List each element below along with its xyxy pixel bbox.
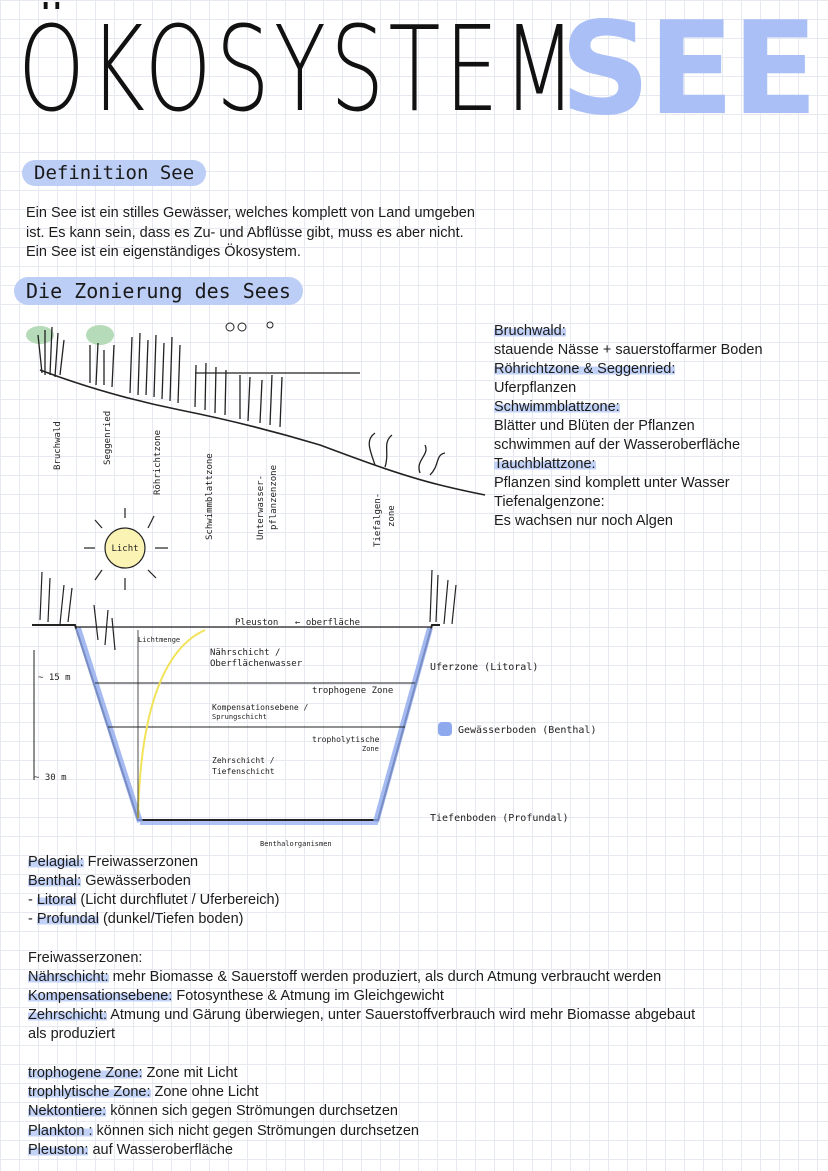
note-desc: (dunkel/Tiefen boden) (98, 911, 244, 927)
note-desc: Gewässerboden (81, 873, 191, 889)
sprungschicht-label: Sprungschicht (212, 713, 267, 721)
zone-label: Unterwasser- (256, 475, 266, 540)
note-desc: Zone ohne Licht (150, 1084, 259, 1101)
zone-label: Bruchwald (53, 421, 63, 470)
naehrschicht-label: Nährschicht / (210, 648, 280, 658)
legend-desc: Es wachsen nur noch Algen (494, 513, 673, 529)
sun-label: Licht (111, 544, 138, 554)
notes-freiwasser: Freiwasserzonen: Nährschicht: mehr Bioma… (28, 949, 808, 1044)
notes-zones: Pelagial: Freiwasserzonen Benthal: Gewäs… (28, 853, 279, 929)
legend-term: Tiefenalgenzone: (494, 494, 605, 510)
note-desc: Zone mit Licht (142, 1065, 238, 1081)
zone-label: Schwimmblattzone (205, 453, 215, 540)
note-term: Plankton : (28, 1122, 93, 1139)
note-term: Zehrschicht: (28, 1007, 107, 1023)
legend-term: Tauchblattzone: (494, 456, 596, 472)
tiefenboden-label: Tiefenboden (Profundal) (430, 813, 568, 824)
notes-terms: trophogene Zone: Zone mit Licht trophlyt… (28, 1064, 808, 1160)
benthal-organisms-label: Benthalorganismen (260, 840, 332, 848)
legend-term: Schwimmblattzone: (494, 399, 620, 415)
note-prefix: - (28, 892, 37, 908)
page-title: ÖKOSYSTEM (18, 0, 581, 138)
zone-label: Röhrichtzone (153, 430, 163, 495)
depth-15-label: ~ 15 m (38, 673, 71, 683)
legend-desc: schwimmen auf der Wasseroberfläche (494, 437, 741, 453)
note-desc: (Licht durchflutet / Uferbereich) (76, 892, 280, 908)
zonation-diagram: Bruchwald Seggenried Röhrichtzone Schwim… (26, 321, 486, 547)
note-term: Nektontiere: (28, 1103, 107, 1120)
note-desc: Atmung und Gärung überwiegen, unter Saue… (106, 1007, 696, 1023)
depth-30-label: ~ 30 m (34, 773, 67, 783)
zone-label: zone (387, 505, 397, 527)
note-desc: können sich nicht gegen Strömungen durch… (92, 1122, 419, 1139)
definition-line: Ein See ist ein stilles Gewässer, welche… (26, 205, 475, 221)
note-desc: als produziert (28, 1026, 116, 1042)
zonierung-heading: Die Zonierung des Sees (14, 277, 303, 305)
tropholytische-label: tropholytische (312, 735, 380, 744)
note-term: Pelagial: (28, 854, 84, 870)
kompensation-label: Kompensationsebene / (212, 703, 309, 712)
legend-term: Röhrichtzone & Seggenried: (494, 361, 676, 377)
note-term: trophogene Zone: (28, 1065, 143, 1081)
note-prefix: - (28, 911, 37, 927)
note-desc: können sich gegen Strömungen durchsetzen (106, 1103, 398, 1120)
note-term: Litoral (36, 892, 77, 908)
note-term: trophlytische Zone: (28, 1084, 151, 1101)
zone-label: Seggenried (103, 411, 113, 465)
sun-icon (104, 527, 146, 569)
page-title-accent: SEE (560, 0, 818, 144)
definition-line: ist. Es kann sein, dass es Zu- und Abflü… (26, 224, 464, 241)
benthal-legend-label: Gewässerboden (Benthal) (458, 725, 596, 736)
definition-line: Ein See ist ein eigenständiges Ökosystem… (26, 244, 301, 260)
legend-desc: stauende Nässe + sauerstoffarmer Boden (494, 342, 763, 358)
note-term: Kompensationsebene: (28, 988, 173, 1004)
pleuston-label: Pleuston (235, 618, 278, 628)
benthal-swatch (438, 722, 452, 736)
tiefenschicht-label: Tiefenschicht (212, 767, 275, 776)
note-term: Benthal: (28, 873, 82, 889)
note-term: Profundal (36, 911, 99, 927)
note-desc: auf Wasseroberfläche (88, 1141, 234, 1158)
legend-desc: Pflanzen sind komplett unter Wasser (494, 475, 730, 491)
zone-sub-label: Zone (362, 745, 379, 753)
legend-desc: Uferpflanzen (494, 380, 577, 396)
note-desc: Fotosynthese & Atmung im Gleichgewicht (172, 988, 444, 1004)
note-term: Pleuston: (28, 1141, 89, 1158)
surface-label: ← oberfläche (295, 618, 360, 628)
lake-cross-section: Licht Pleuston ← oberfläche Lichtmenge N… (32, 508, 596, 848)
note-term: Nährschicht: (28, 969, 109, 985)
trophogene-label: trophogene Zone (312, 686, 393, 696)
zehrschicht-label: Zehrschicht / (212, 756, 275, 765)
legend-desc: Blätter und Blüten der Pflanzen (494, 418, 695, 434)
notes-intro: Freiwasserzonen: (28, 950, 143, 966)
definition-text: Ein See ist ein stilles Gewässer, welche… (26, 204, 586, 263)
note-desc: mehr Biomasse & Sauerstoff werden produz… (108, 969, 662, 985)
zone-legend: Bruchwald: stauende Nässe + sauerstoffar… (494, 322, 814, 531)
definition-heading: Definition See (22, 160, 207, 186)
oberflaechenwasser-label: Oberflächenwasser (210, 659, 303, 669)
uferzone-label: Uferzone (Litoral) (430, 662, 538, 673)
note-desc: Freiwasserzonen (83, 854, 199, 870)
lichtmenge-label: Lichtmenge (138, 636, 180, 644)
zone-label: Tiefalgen- (373, 493, 383, 547)
legend-term: Bruchwald: (494, 323, 566, 339)
zone-label: pflanzenzone (269, 465, 279, 530)
